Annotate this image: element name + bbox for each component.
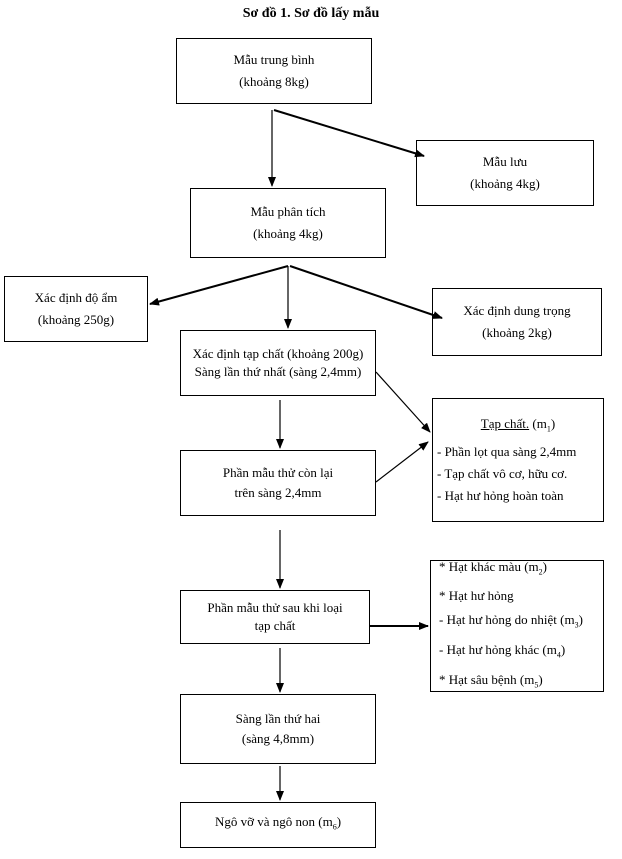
box-line: Mẫu phân tích	[250, 204, 326, 219]
box-line: (sàng 4,8mm)	[241, 731, 315, 746]
list-item: - Hạt hư hỏng hoàn toàn	[437, 487, 564, 503]
box-mau-luu: Mẫu lưu (khoảng 4kg)	[416, 140, 594, 206]
arrow-to-dung-trong	[289, 265, 443, 319]
item-sub: 3	[574, 621, 579, 630]
box-mau-trung-binh: Mẫu trung bình (khoảng 8kg)	[176, 38, 372, 104]
item-close: )	[538, 671, 543, 687]
box-line: Xác định độ ẩm	[34, 290, 118, 305]
box-line: Xác định tạp chất (khoảng 200g)	[192, 346, 364, 361]
item-sub: 2	[538, 567, 543, 577]
item-close: )	[560, 642, 566, 657]
box-phan-mau-con-lai: Phần mẫu thử còn lại trên sàng 2,4mm	[180, 450, 376, 516]
box-mau-phan-tich: Mẫu phân tích (khoảng 4kg)	[190, 188, 386, 258]
box-line: Sàng lần thứ hai	[235, 711, 321, 726]
item-text: * Hạt khác màu (m	[439, 558, 539, 574]
arrow-to-mau-luu	[273, 109, 425, 158]
heading-text: Tạp chất.	[480, 416, 530, 432]
item-text: * Hạt sâu bệnh (m	[439, 671, 535, 687]
box-dung-trong: Xác định dung trọng (khoảng 2kg)	[432, 288, 602, 356]
box-line: Mẫu lưu	[482, 154, 528, 169]
box-line: (khoảng 2kg)	[482, 325, 552, 340]
heading-sub: 1	[546, 424, 551, 434]
arrow-to-tap-chat-2	[375, 441, 429, 483]
list-item: - Phần lọt qua sàng 2,4mm	[437, 443, 577, 459]
box-hat-hu-hong: * Hạt khác màu (m2) * Hạt hư hỏng - Hạt …	[430, 559, 604, 692]
list-item: - Tạp chất vô cơ, hữu cơ.	[437, 465, 568, 481]
box-line: tạp chất	[254, 618, 296, 633]
box-sang-lan-hai: Sàng lần thứ hai (sàng 4,8mm)	[180, 694, 376, 764]
box-line: Ngô vỡ và ngô non (m6)	[215, 811, 341, 839]
item-text: - Hạt hư hỏng do nhiệt (m	[439, 612, 575, 628]
arrow-to-tap-chat-1	[375, 371, 431, 433]
list-item: - Hạt hư hỏng do nhiệt (m3)	[439, 608, 603, 638]
list-item: * Hạt sâu bệnh (m5)	[439, 668, 603, 698]
heading-close: )	[550, 416, 556, 432]
list-item: * Hạt khác màu (m2)	[439, 555, 603, 585]
box-line: Phần mẫu thử sau khi loại	[207, 600, 343, 615]
box-tap-chat: Tạp chất. (m1) - Phần lọt qua sàng 2,4mm…	[432, 398, 604, 522]
diagram-title: Sơ đồ 1. Sơ đồ lấy mẫu	[242, 6, 380, 21]
item-text: - Hạt hư hỏng khác (m	[439, 642, 557, 657]
list-item: * Hạt hư hỏng	[439, 584, 603, 608]
item-close: )	[578, 612, 583, 628]
box-line: Sàng lần thứ nhất (sàng 2,4mm)	[194, 364, 362, 379]
box-line: Phần mẫu thử còn lại	[222, 465, 334, 480]
arrow-to-do-am	[149, 265, 289, 306]
box-line: (khoảng 4kg)	[470, 176, 540, 191]
box-line: (khoảng 8kg)	[239, 74, 309, 89]
box-line: (khoảng 250g)	[37, 312, 115, 327]
box-line: (khoảng 4kg)	[253, 226, 323, 241]
box-text: Ngô vỡ và ngô non (m	[214, 814, 333, 830]
box-do-am: Xác định độ ẩm (khoảng 250g)	[4, 276, 148, 342]
heading-var: (m	[532, 416, 547, 432]
box-line: Xác định dung trọng	[463, 303, 571, 318]
box-line: trên sàng 2,4mm	[234, 485, 322, 500]
box-line: Mẫu trung bình	[233, 52, 315, 67]
box-phan-mau-sau: Phần mẫu thử sau khi loại tạp chất	[180, 590, 370, 644]
item-sub: 4	[556, 650, 561, 660]
item-text: * Hạt hư hỏng	[439, 588, 514, 604]
box-sub: 6	[332, 822, 337, 832]
list-item: - Hạt hư hỏng khác (m4)	[439, 638, 603, 668]
box-xac-dinh-tap-chat: Xác định tạp chất (khoảng 200g) Sàng lần…	[180, 330, 376, 396]
box-heading: Tạp chất. (m1)	[437, 413, 603, 441]
box-ngo-vo: Ngô vỡ và ngô non (m6)	[180, 802, 376, 848]
item-close: )	[542, 558, 547, 574]
item-sub: 5	[534, 680, 539, 690]
box-close: )	[336, 814, 342, 830]
